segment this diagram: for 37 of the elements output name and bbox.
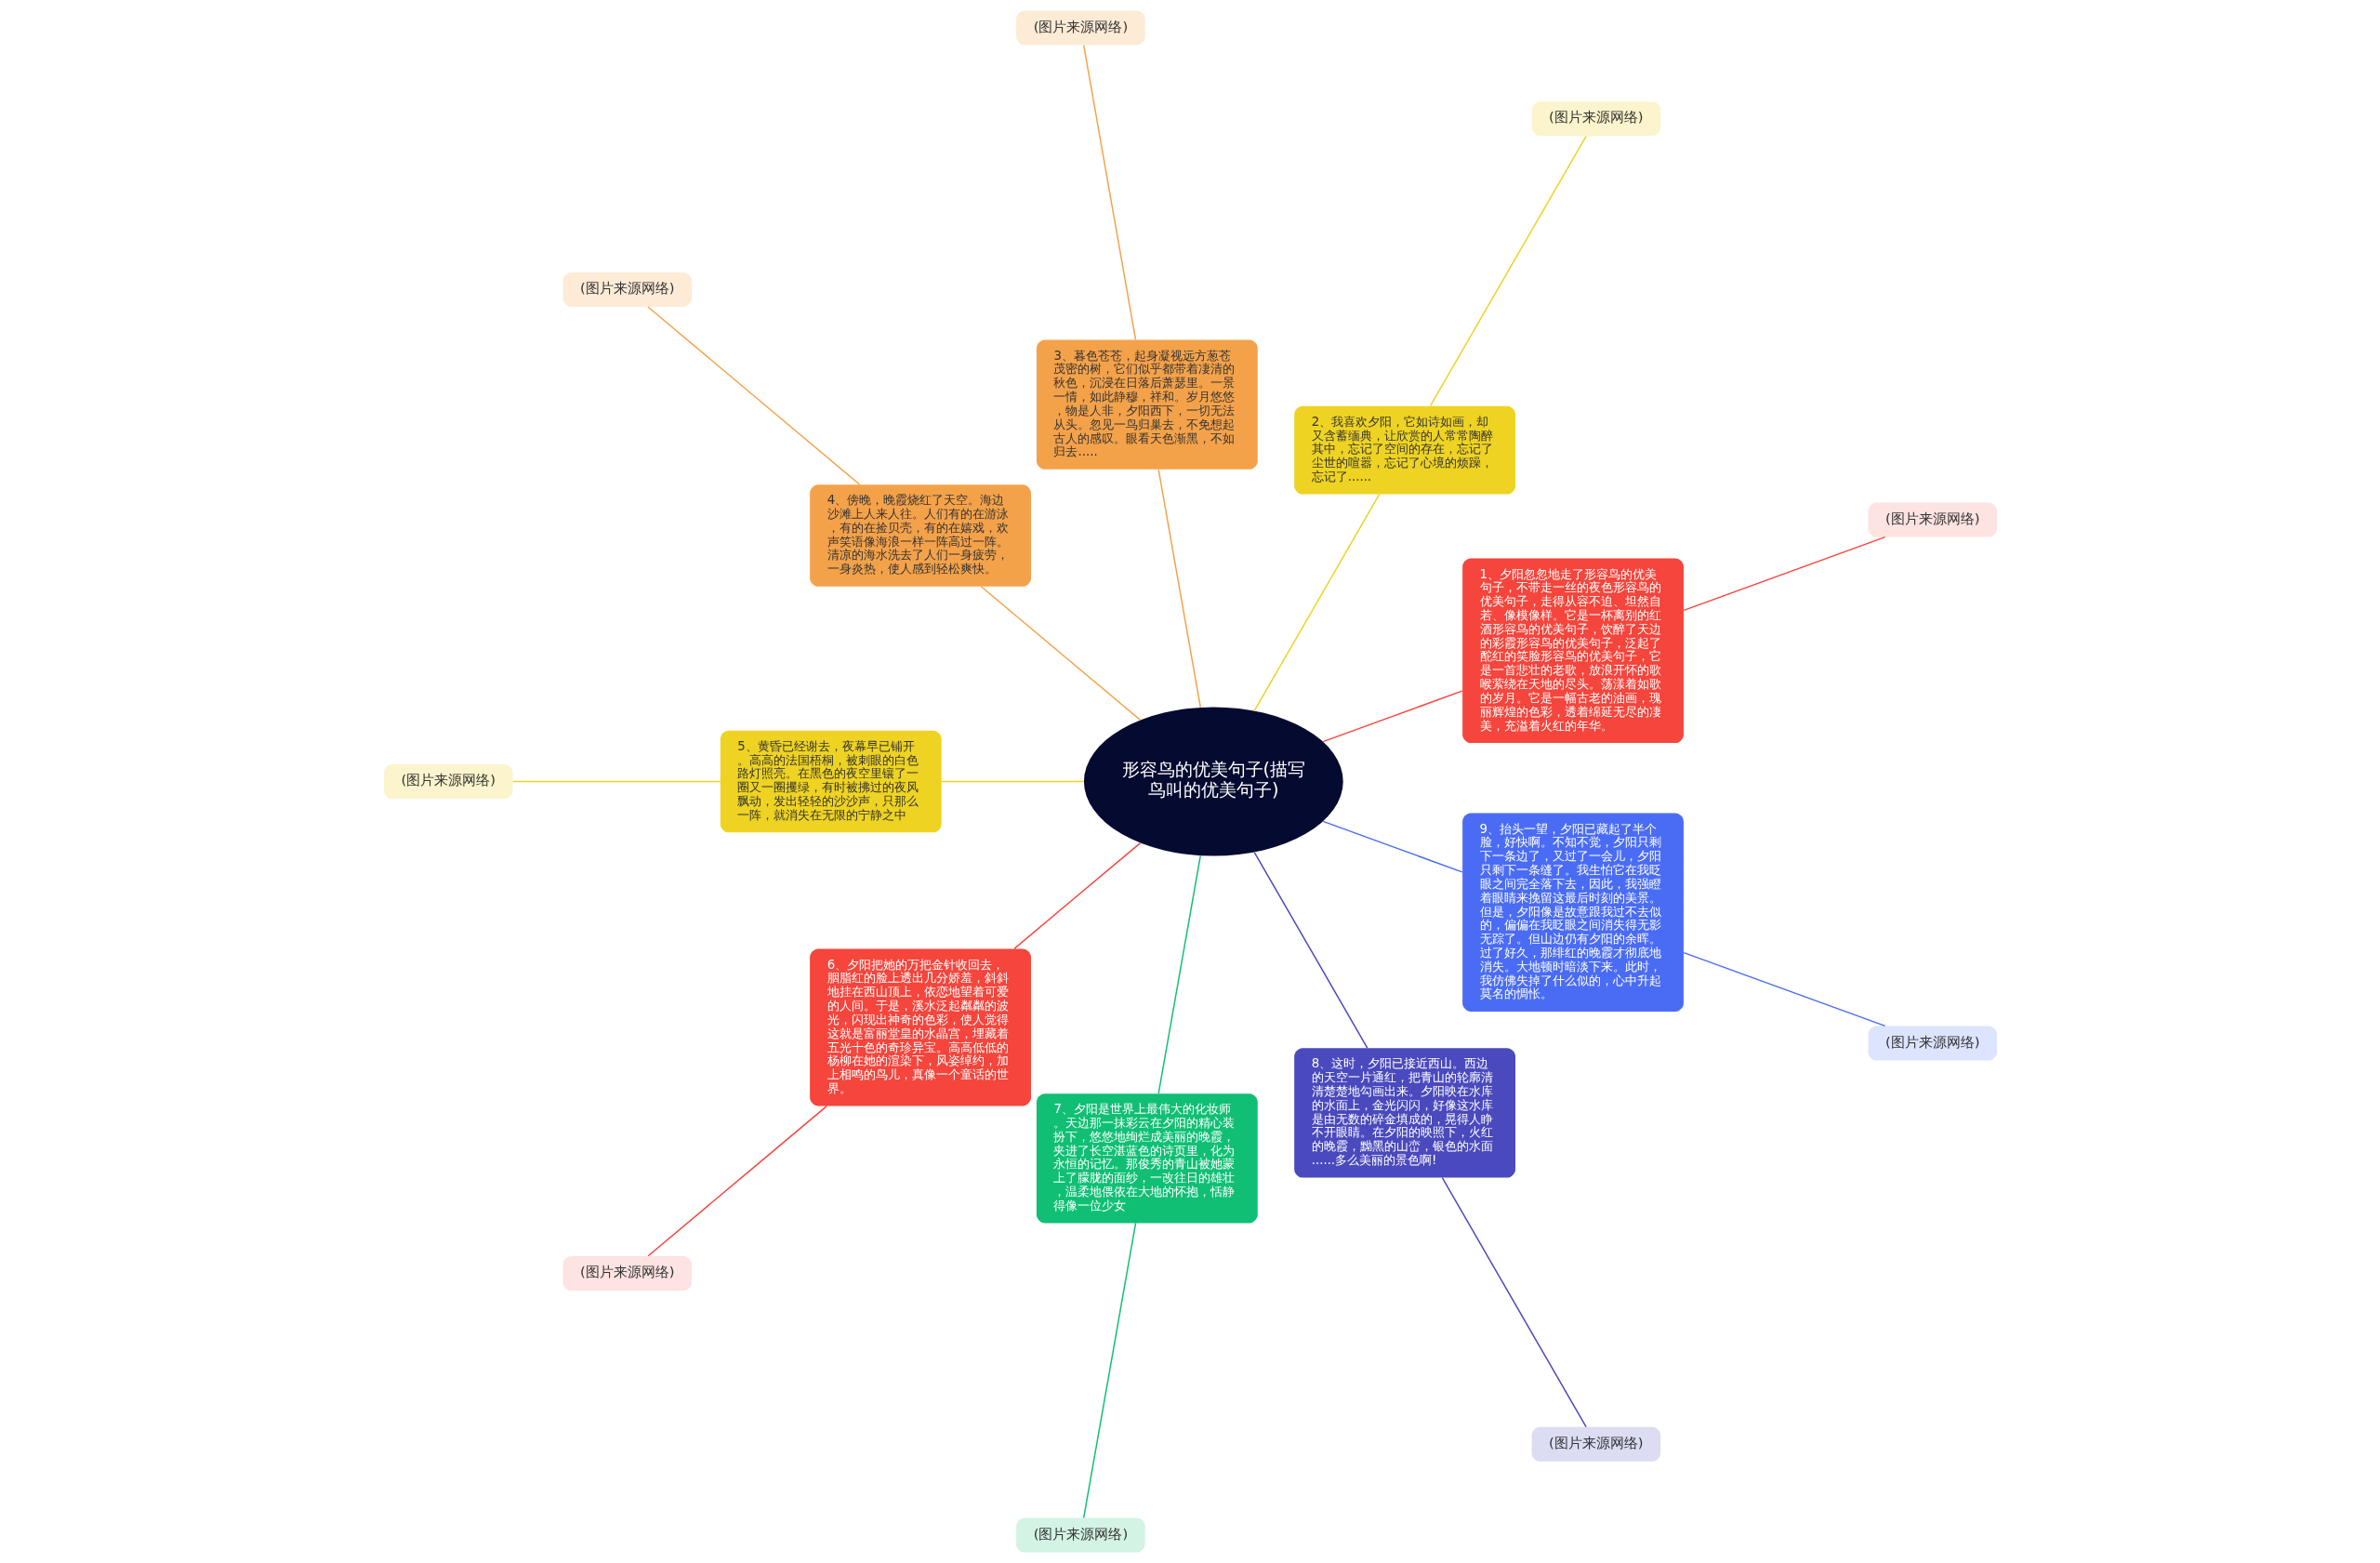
- connector: [1252, 493, 1380, 712]
- connector: [511, 780, 721, 783]
- node-box: (图片来源网络): [1868, 1026, 1997, 1061]
- connector: [646, 306, 860, 485]
- connector: [1252, 851, 1368, 1049]
- connector: [1321, 820, 1463, 873]
- node-box: (图片来源网络): [1531, 101, 1660, 137]
- connector: [1321, 690, 1463, 743]
- connector: [1157, 469, 1201, 709]
- node-box: 3、暮色苍苍，起身凝视远方葱苍茂密的树，它们似乎都带着凄清的秋色，沉浸在日落后萧瑟里。一景一情，如此静穆，祥和。岁月悠悠，物是人非，夕阳西下，一切无法从头。忽见一鸟归巢去，不免想起古人的感叹。眼看天色渐黑，不如归去.....: [1036, 339, 1258, 470]
- connector: [980, 586, 1141, 722]
- node-box: 4、傍晚，晚霞烧红了天空。海边沙滩上人来人往。人们有的在游泳，有的在捡贝壳，有的在嬉戏，欢声笑语像海浪一样一阵高过一阵。清凉的海水洗去了人们一身疲劳，一身炎热，使人感到轻松爽快。: [809, 484, 1031, 587]
- connector: [1082, 1222, 1136, 1519]
- node-box: 1、夕阳忽忽地走了形容鸟的优美句子，不带走一丝的夜色形容鸟的优美句子，走得从容不迫、坦然自若、像模像样。它是一杯离别的红酒形容鸟的优美句子，饮醉了天边的彩霞形容鸟的优美句子，泛起了酡红的笑脸形容鸟的优美句子，它是一首悲壮的老歌，放浪开怀的歌喉萦绕在天地的尽头。荡漾着如歌的岁月。它是一幅古老的油画，瑰丽辉煌的色彩，透着绵延无尽的凄美，充溢着火红的年华。: [1461, 558, 1684, 744]
- connector: [1683, 536, 1885, 612]
- connector: [1012, 841, 1141, 950]
- node-box: (图片来源网络): [562, 272, 692, 307]
- connector: [646, 1105, 827, 1257]
- connector: [1082, 44, 1136, 341]
- node-box: (图片来源网络): [383, 764, 512, 799]
- node-box: (图片来源网络): [562, 1256, 692, 1291]
- node-box: 6、夕阳把她的万把金针收回去，胭脂红的脸上透出几分娇羞，斜斜地挂在西山顶上，依恋地望着可爱的人间。于是，溪水泛起粼粼的波光，闪现出神奇的色彩，使人觉得这就是富丽堂皇的水晶宫，埋藏着五光十色的奇珍异宝。高高低低的杨柳在她的渲染下，风姿绰约，加上相鸣的鸟儿，真像一个童话的世界。: [809, 948, 1031, 1106]
- connector: [1157, 854, 1201, 1094]
- node-box: 8、这时，夕阳已接近西山。西边的天空一片通红，把青山的轮廓清清楚楚地勾画出来。夕阳映在水库的水面上，金光闪闪，好像这水库是由无数的碎金填成的，晃得人睁不开眼睛。在夕阳的映照下，火红的晚霞，黝黑的山峦，银色的水面......多么美丽的景色啊!: [1293, 1048, 1515, 1178]
- connector: [1429, 135, 1587, 407]
- node-box: 7、夕阳是世界上最伟大的化妆师。天边那一抹彩云在夕阳的精心装扮下，悠悠地绚烂成美丽的晚霞，夹进了长空湛蓝色的诗页里，化为永恒的记忆。那俊秀的青山被她蒙上了朦胧的面纱，一改往日的雄壮，温柔地偎依在大地的怀抱，恬静得像一位少女: [1036, 1093, 1258, 1224]
- node-box: (图片来源网络): [1531, 1426, 1660, 1462]
- connector: [1441, 1176, 1587, 1428]
- node-box: (图片来源网络): [1015, 1517, 1145, 1553]
- node-box: 9、抬头一望，夕阳已藏起了半个脸，好快啊。不知不觉，夕阳只剩下一条边了，又过了一会儿，夕阳只剩下一条缝了。我生怕它在我眨眼之间完全落下去，因此，我强瞪着眼睛来挽留这最后时刻的美景。但是，夕阳像是故意跟我过不去似的，偏偏在我眨眼之间消失得无影无踪了。但山边仍有夕阳的余晖。过了好久，那绯红的晚霞才彻底地消失。大地顿时暗淡下来。此时，我仿佛失掉了什么似的，心中升起莫名的惆怅。: [1461, 813, 1684, 1012]
- connector: [1683, 951, 1885, 1027]
- node-box: 5、黄昏已经谢去，夜幕早已铺开。高高的法国梧桐，被刺眼的白色路灯照亮。在黑色的夜空里镶了一圈又一圈攫绿，有时被拂过的夜风飘动，发出轻轻的沙沙声，只那么一阵，就消失在无限的宁静之中: [720, 730, 942, 833]
- node-box: (图片来源网络): [1868, 502, 1997, 537]
- node-ellipse: 形容鸟的优美句子(描写鸟叫的优美句子): [1083, 707, 1343, 856]
- connector: [940, 780, 1084, 783]
- node-box: (图片来源网络): [1015, 10, 1145, 46]
- node-box: 2、我喜欢夕阳，它如诗如画，却又含蓄缅典，让欣赏的人常常陶醉其中，忘记了空间的存在，忘记了尘世的喧嚣，忘记了心境的烦躁，忘记了......: [1293, 405, 1515, 495]
